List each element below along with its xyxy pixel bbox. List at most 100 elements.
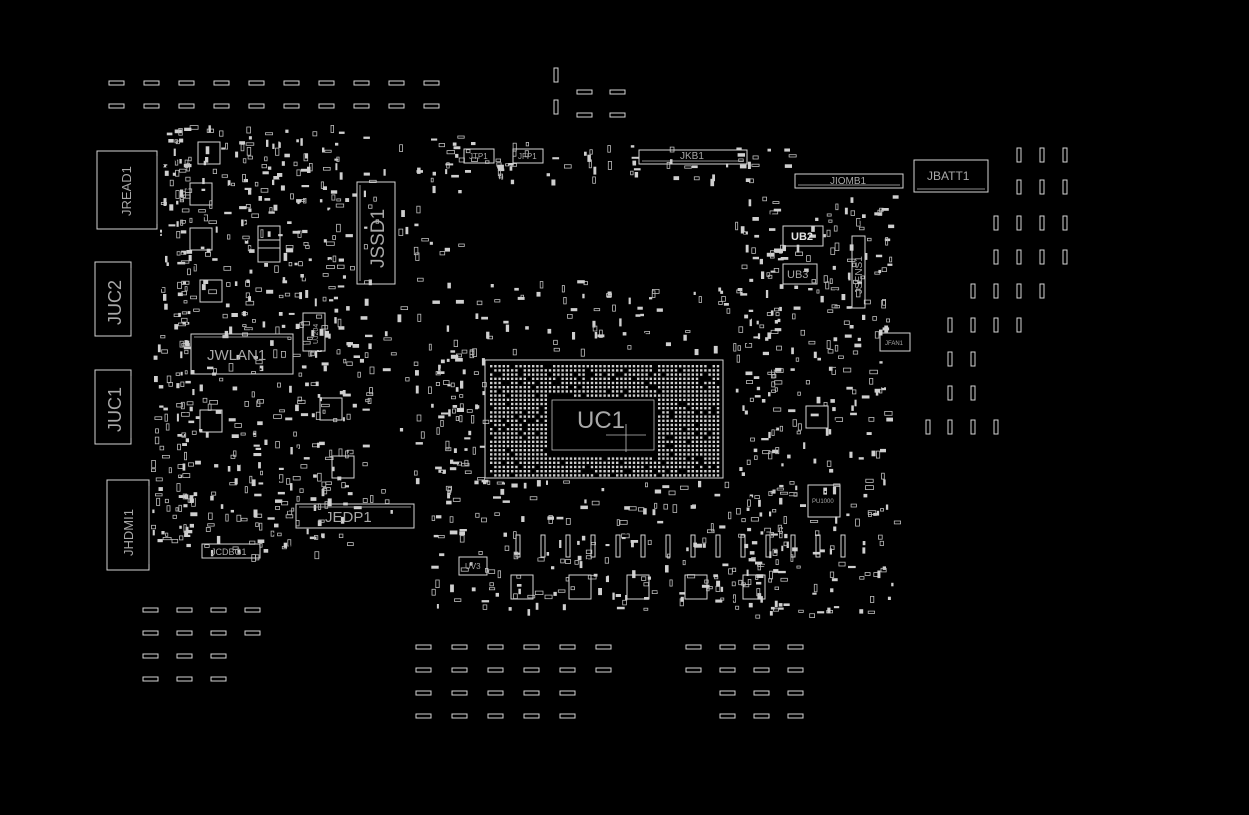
smd-pad bbox=[460, 567, 469, 572]
bga-ball bbox=[704, 407, 707, 410]
connector-jfp1[interactable]: JFP1 bbox=[512, 148, 544, 164]
bga-ball bbox=[695, 470, 699, 473]
via-dot bbox=[711, 556, 713, 559]
connector-jbatt1[interactable]: JBATT1 bbox=[913, 159, 989, 193]
bga-ball bbox=[532, 461, 535, 464]
via-dot bbox=[832, 215, 835, 218]
bga-ball bbox=[574, 474, 577, 477]
bga-ball bbox=[611, 457, 615, 460]
chip-ub3[interactable]: UB3 bbox=[782, 263, 818, 285]
smd-pad bbox=[421, 237, 429, 242]
bga-ball bbox=[532, 402, 535, 406]
connector-juc1[interactable]: JUC1 bbox=[94, 369, 132, 445]
connector-jsens1[interactable]: JSENS1 bbox=[851, 235, 866, 309]
smd-pad bbox=[881, 387, 886, 391]
bga-ball bbox=[662, 415, 665, 418]
via-dot bbox=[621, 165, 624, 168]
uc1-label: UC1 bbox=[577, 407, 625, 434]
chip-uj204[interactable]: UJ204 bbox=[302, 312, 326, 352]
bga-ball bbox=[632, 394, 636, 397]
chip-ub2[interactable]: UB2 bbox=[782, 225, 824, 247]
connector-jwlan1[interactable]: JWLAN1 bbox=[190, 333, 294, 375]
bga-ball bbox=[666, 457, 669, 460]
via-dot bbox=[325, 134, 328, 137]
chip-uv3[interactable]: UV3 bbox=[458, 556, 488, 576]
bga-ball bbox=[679, 423, 682, 427]
connector-jtp1[interactable]: JTP1 bbox=[463, 148, 495, 164]
via-dot bbox=[745, 296, 748, 299]
footprint-pad-horizontal bbox=[451, 713, 468, 719]
connector-jread1[interactable]: JREAD1 bbox=[96, 150, 158, 230]
connector-jcdbg1[interactable]: JCDBG1 bbox=[201, 543, 261, 559]
smd-pad bbox=[893, 520, 901, 525]
connector-juc2[interactable]: JUC2 bbox=[94, 261, 132, 337]
bga-ball bbox=[712, 402, 715, 406]
bga-ball bbox=[553, 457, 556, 460]
bga-ball bbox=[527, 453, 531, 456]
connector-jiomb1[interactable]: JIOMB1 bbox=[794, 173, 904, 189]
smd-pad bbox=[287, 221, 292, 224]
via-dot bbox=[387, 397, 390, 400]
smd-pad bbox=[750, 517, 759, 522]
smd-pad bbox=[749, 494, 754, 498]
smd-pad bbox=[162, 537, 172, 541]
smd-pad bbox=[748, 309, 754, 312]
connector-jedp1[interactable]: JEDP1 bbox=[295, 503, 415, 529]
smd-pad bbox=[185, 438, 189, 443]
via-dot bbox=[346, 141, 349, 144]
bga-ball bbox=[574, 386, 577, 389]
smd-pad bbox=[489, 582, 494, 587]
footprint-pad-horizontal bbox=[283, 80, 300, 86]
bga-ball bbox=[523, 415, 526, 418]
smd-pad bbox=[768, 431, 771, 439]
smd-pad bbox=[187, 462, 194, 467]
bga-ball bbox=[540, 394, 543, 397]
bga-ball bbox=[574, 369, 577, 372]
connector-jhdmi1[interactable]: JHDMI1 bbox=[106, 479, 150, 571]
smd-pad bbox=[166, 375, 172, 384]
bga-ball bbox=[704, 461, 707, 464]
bga-ball bbox=[637, 369, 640, 372]
footprint-pad-horizontal bbox=[415, 690, 432, 696]
bga-ball bbox=[532, 407, 535, 410]
bga-ball bbox=[674, 365, 678, 368]
smd-pad bbox=[776, 345, 782, 351]
bga-ball bbox=[511, 407, 514, 410]
bga-ball bbox=[519, 394, 522, 397]
via-dot bbox=[440, 604, 443, 607]
smd-pad bbox=[749, 397, 754, 402]
via-dot bbox=[747, 342, 749, 345]
connector-jfan1[interactable]: JFAN1 bbox=[879, 332, 911, 352]
smd-pad bbox=[296, 199, 302, 203]
chip-uc1-cpu[interactable]: UC1 bbox=[484, 359, 724, 479]
bga-ball bbox=[674, 436, 678, 439]
footprint-pad-horizontal bbox=[559, 667, 576, 673]
bga-ball bbox=[611, 390, 615, 393]
smd-pad bbox=[450, 395, 456, 400]
smd-pad bbox=[553, 339, 558, 345]
bga-ball bbox=[599, 457, 602, 460]
smd-pad bbox=[168, 139, 174, 143]
smd-pad bbox=[285, 129, 289, 133]
smd-pad bbox=[622, 332, 627, 336]
bga-ball bbox=[565, 381, 568, 385]
bga-ball bbox=[515, 365, 518, 368]
inductor-outline bbox=[510, 574, 534, 600]
connector-jkb1[interactable]: JKB1 bbox=[638, 149, 748, 165]
bga-ball bbox=[645, 394, 648, 397]
bga-ball bbox=[620, 365, 623, 368]
smd-pad bbox=[253, 509, 258, 518]
bga-ball bbox=[679, 386, 682, 389]
smd-pad bbox=[161, 349, 168, 354]
smd-pad bbox=[187, 530, 193, 534]
bga-ball bbox=[683, 440, 686, 443]
bga-ball bbox=[679, 415, 682, 418]
smd-pad bbox=[817, 611, 825, 614]
chip-pu1000[interactable]: PU1000 bbox=[807, 484, 841, 518]
connector-jssd1[interactable]: JSSD1 bbox=[356, 181, 396, 285]
smd-pad bbox=[397, 314, 402, 323]
smd-pad bbox=[242, 173, 246, 183]
smd-pad bbox=[177, 464, 184, 469]
bga-ball bbox=[624, 373, 627, 376]
via-dot bbox=[781, 529, 784, 531]
